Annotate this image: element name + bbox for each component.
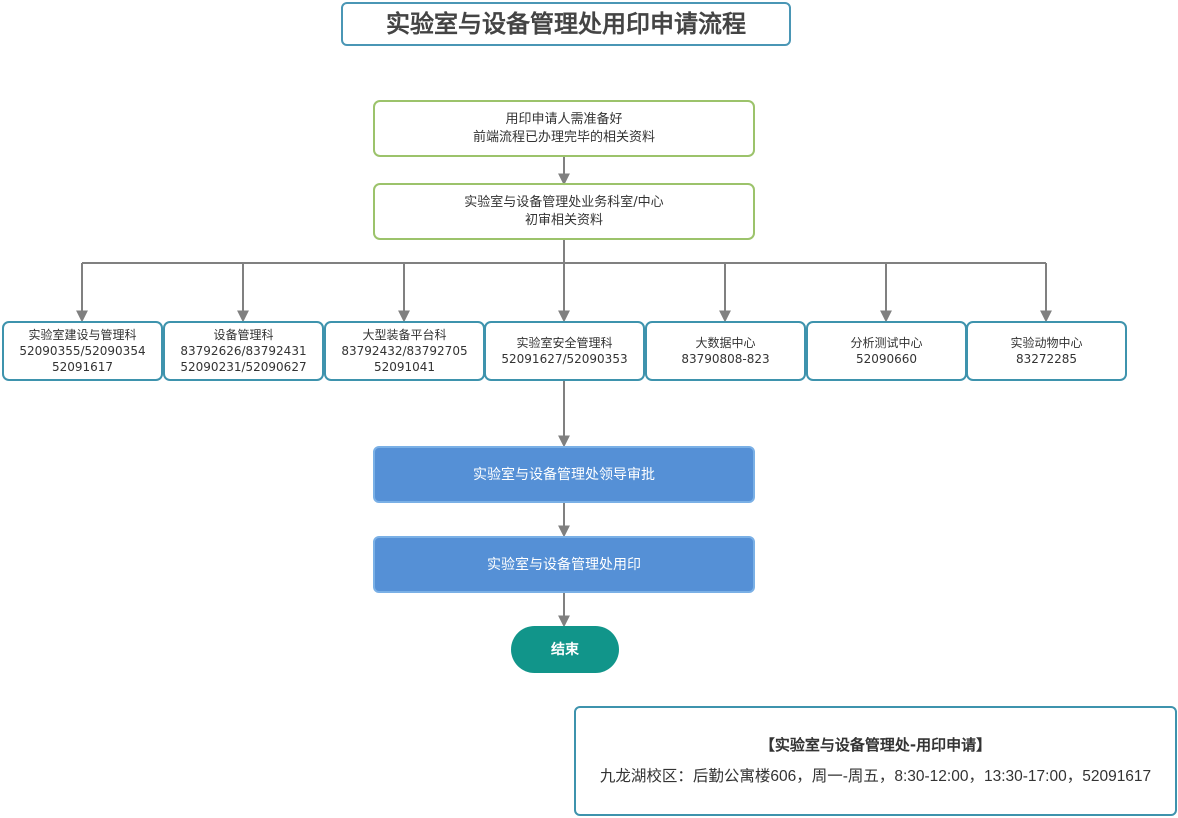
dept-name: 分析测试中心: [850, 336, 923, 350]
dept-analysis-testing-center: 分析测试中心 52090660: [806, 321, 967, 381]
step-review-line2: 初审相关资料: [524, 212, 603, 228]
page-title: 实验室与设备管理处用印申请流程: [341, 2, 791, 46]
dept-big-data-center: 大数据中心 83790808-823: [645, 321, 806, 381]
step-review-line1: 实验室与设备管理处业务科室/中心: [464, 194, 664, 210]
dept-phone: 83792626/83792431: [180, 344, 307, 358]
contact-info-box: 【实验室与设备管理处-用印申请】 九龙湖校区：后勤公寓楼606，周一-周五，8:…: [574, 706, 1177, 816]
dept-phone: 52090660: [855, 352, 918, 366]
dept-name: 大型装备平台科: [362, 328, 447, 342]
step-apply-seal: 实验室与设备管理处用印: [373, 536, 755, 593]
dept-equipment-management: 设备管理科 83792626/83792431 52090231/5209062…: [163, 321, 324, 381]
dept-name: 设备管理科: [213, 328, 274, 342]
contact-info-text: 九龙湖校区：后勤公寓楼606，周一-周五，8:30-12:00，13:30-17…: [599, 768, 1152, 785]
dept-phone: 52091041: [373, 360, 436, 374]
dept-phone: 52091617: [51, 360, 114, 374]
dept-name: 大数据中心: [695, 336, 756, 350]
step-initial-review: 实验室与设备管理处业务科室/中心 初审相关资料: [373, 183, 755, 240]
dept-lab-safety: 实验室安全管理科 52091627/52090353: [484, 321, 645, 381]
end-node: 结束: [511, 626, 619, 673]
dept-phone: 52091627/52090353: [501, 352, 628, 366]
step-prepare-materials: 用印申请人需准备好 前端流程已办理完毕的相关资料: [373, 100, 755, 157]
dept-large-equipment-platform: 大型装备平台科 83792432/83792705 52091041: [324, 321, 485, 381]
dept-phone: 52090231/52090627: [180, 360, 307, 374]
step-prepare-line2: 前端流程已办理完毕的相关资料: [472, 129, 655, 145]
dept-name: 实验室建设与管理科: [28, 328, 137, 342]
step-leader-approval: 实验室与设备管理处领导审批: [373, 446, 755, 503]
contact-info-title: 【实验室与设备管理处-用印申请】: [759, 736, 992, 754]
step-prepare-line1: 用印申请人需准备好: [505, 111, 623, 127]
dept-name: 实验动物中心: [1010, 336, 1083, 350]
dept-phone: 52090355/52090354: [19, 344, 146, 358]
dept-phone: 83792432/83792705: [341, 344, 468, 358]
dept-name: 实验室安全管理科: [516, 336, 613, 350]
dept-phone: 83790808-823: [681, 352, 770, 366]
dept-lab-animal-center: 实验动物中心 83272285: [966, 321, 1127, 381]
dept-phone: 83272285: [1015, 352, 1078, 366]
dept-lab-construction: 实验室建设与管理科 52090355/52090354 52091617: [2, 321, 163, 381]
